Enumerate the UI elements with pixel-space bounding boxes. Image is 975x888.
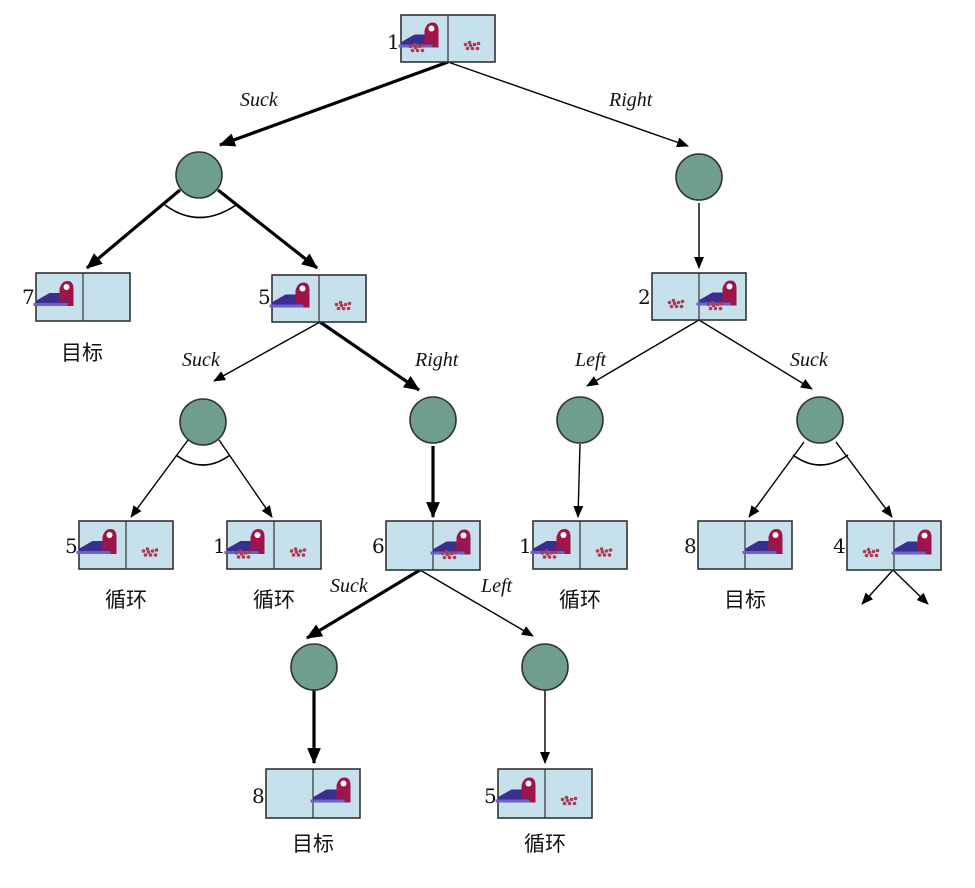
edge-label-6-suck: Suck <box>330 575 369 597</box>
edge-chance-c-to-1a <box>218 439 273 518</box>
state-box-1b: 1 循环 <box>519 520 628 612</box>
and-arc-c <box>175 454 231 466</box>
state-box-5b: 5 循环 <box>65 520 174 612</box>
state-number: 1 <box>519 534 532 558</box>
state-box-5c: 5 循环 <box>484 768 593 856</box>
dirt-icon <box>595 547 613 557</box>
dirt-icon <box>334 300 352 311</box>
state-caption: 循环 <box>105 588 147 612</box>
state-box-8a: 8 目标 <box>684 520 793 612</box>
edge-label-root-right: Right <box>608 89 653 111</box>
chance-node-e <box>556 396 604 444</box>
and-arc-f <box>792 454 849 466</box>
state-box-4: 4 <box>833 520 942 571</box>
state-box-1a: 1 循环 <box>213 520 322 612</box>
state-caption: 目标 <box>61 341 103 365</box>
edge-label-2-left: Left <box>574 349 607 371</box>
state-box-root: 1 <box>387 14 496 63</box>
state-box-6: 6 <box>372 520 481 571</box>
edge-label-5a-suck: Suck <box>182 349 221 371</box>
edge-label-2-suck: Suck <box>790 349 829 371</box>
edge-6-to-chance-left <box>419 569 534 637</box>
vacuum-robot-icon <box>530 529 571 554</box>
state-number: 1 <box>387 30 400 54</box>
dirt-icon <box>862 547 880 558</box>
vacuum-robot-icon <box>310 777 351 803</box>
vacuum-robot-icon <box>269 282 310 308</box>
dirt-icon <box>141 547 159 557</box>
state-box-7: 7 目标 <box>22 272 131 365</box>
state-number: 1 <box>213 534 226 558</box>
edge-2-to-chance-left <box>586 319 700 387</box>
chance-node-h <box>521 643 569 691</box>
edge-chance-e-to-1b <box>573 443 584 518</box>
chance-node-c <box>179 398 227 446</box>
state-caption: 循环 <box>559 588 601 612</box>
chance-node-d <box>409 396 457 444</box>
edge-label-5a-right: Right <box>414 349 459 371</box>
state-number: 4 <box>833 534 846 558</box>
state-box-8b: 8 目标 <box>252 768 361 856</box>
edge-chance-c-to-5b <box>130 439 189 518</box>
edge-chance-f-to-4 <box>835 441 893 518</box>
vacuum-robot-icon <box>891 529 932 555</box>
edge-4-out-right <box>892 569 929 605</box>
state-caption: 目标 <box>292 832 334 856</box>
edge-6-to-chance-suck <box>306 568 421 640</box>
edge-chance-a-to-5a <box>217 188 318 270</box>
state-caption: 循环 <box>524 832 566 856</box>
state-nodes: 1 7 目标 5 2 5 循环 1 循环 6 1 循环 8 目标 4 8 目标 5 循环 <box>22 14 942 856</box>
dirt-icon <box>667 298 685 309</box>
dirt-icon <box>234 549 252 559</box>
edge-5a-to-chance-suck <box>213 321 321 382</box>
state-number: 8 <box>684 534 697 558</box>
dirt-icon <box>540 549 558 559</box>
edge-labels: Suck Right Suck Right Left Suck Suck Lef… <box>182 89 829 597</box>
edge-5a-to-chance-right <box>319 320 420 392</box>
chance-node-f <box>796 396 844 444</box>
vacuum-robot-icon <box>742 529 783 554</box>
state-number: 6 <box>372 534 385 558</box>
chance-node-b <box>675 153 723 201</box>
chance-nodes <box>175 151 844 691</box>
edge-2-to-chance-suck <box>698 319 813 390</box>
dirt-icon <box>440 549 458 560</box>
edge-chance-a-to-7 <box>85 188 182 270</box>
state-number: 8 <box>252 784 265 808</box>
and-arcs <box>164 204 849 466</box>
edge-root-to-chance-right <box>447 61 689 148</box>
state-number: 5 <box>484 784 497 808</box>
state-caption: 循环 <box>253 588 295 612</box>
edge-chance-f-to-8a <box>748 441 805 518</box>
dirt-icon <box>463 40 481 51</box>
vacuum-robot-icon <box>76 529 117 554</box>
dirt-icon <box>289 547 307 557</box>
edge-4-out-left <box>861 569 894 605</box>
dirt-icon <box>560 795 578 806</box>
state-caption: 目标 <box>724 588 766 612</box>
vacuum-robot-icon <box>33 281 74 306</box>
chance-node-a <box>175 151 223 199</box>
state-number: 5 <box>65 534 78 558</box>
edge-label-6-left: Left <box>480 575 513 597</box>
chance-node-g <box>290 643 338 691</box>
dirt-icon <box>706 300 724 311</box>
state-number: 2 <box>638 285 651 309</box>
state-number: 5 <box>258 285 271 309</box>
dirt-icon <box>408 42 426 53</box>
state-number: 7 <box>22 285 35 309</box>
edges <box>85 60 929 765</box>
state-box-5a: 5 <box>258 274 367 323</box>
vacuum-robot-icon <box>495 777 536 803</box>
state-box-2: 2 <box>638 272 747 321</box>
edge-root-to-chance-suck <box>218 60 449 147</box>
edge-label-root-suck: Suck <box>240 89 279 111</box>
and-arc-a <box>164 204 237 219</box>
